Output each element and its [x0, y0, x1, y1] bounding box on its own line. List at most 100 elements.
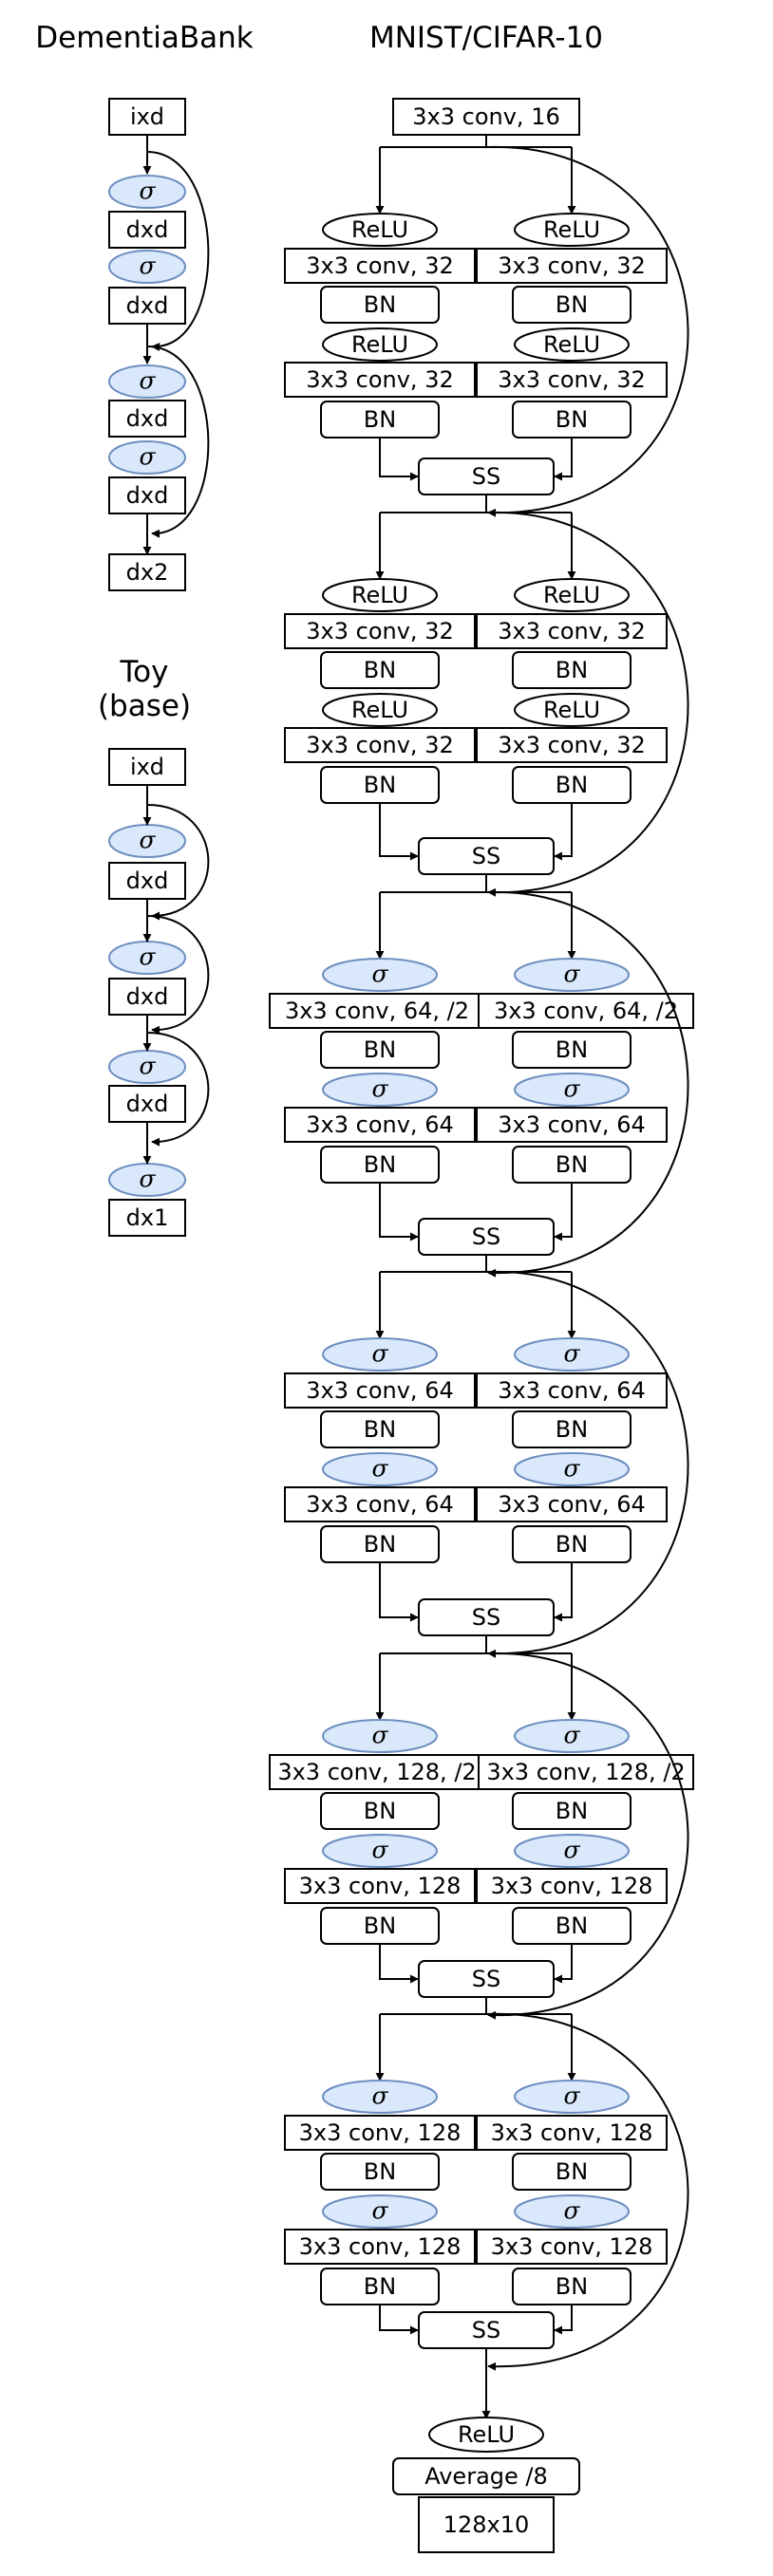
block2-right-conv-2-label: 3x3 conv, 32 [498, 732, 645, 758]
block6-right-sigma-2 [514, 2194, 630, 2229]
block5-skip [485, 1652, 689, 2020]
block2-right-relu-1 [514, 578, 630, 612]
block1-left-bn-1-label: BN [364, 291, 396, 318]
block4-right-conv-2-label: 3x3 conv, 64 [498, 1491, 645, 1518]
block3-left-sigma-1 [322, 958, 438, 992]
block1-left-relu-2 [322, 327, 438, 362]
dementiabank-hidden-label-4: dxd [126, 482, 169, 509]
block3-ss-label: SS [472, 1223, 500, 1250]
toy-input-box [108, 748, 186, 786]
toy-hidden-box-1 [108, 862, 186, 900]
block1-right-relu-1-label: ReLU [543, 216, 600, 243]
block1-right-conv-1 [476, 248, 668, 284]
block1-right-relu-2 [514, 327, 630, 362]
block5-right-conv-2 [476, 1868, 668, 1904]
block4-left-sigma-2-label: σ [371, 1455, 388, 1483]
block2-left-to-ss [379, 803, 419, 861]
block4-left-conv-1 [284, 1372, 476, 1409]
block6-right-conv-1 [476, 2115, 668, 2151]
block1-left-conv-1 [284, 248, 476, 284]
block1-ss-label: SS [472, 463, 500, 490]
toy-hidden-box-3 [108, 1085, 186, 1123]
block6-left-sigma-1 [322, 2080, 438, 2114]
block2-right-to-ss [554, 803, 573, 861]
block2-right-conv-2 [476, 727, 668, 763]
block6-left-conv-1-label: 3x3 conv, 128 [299, 2119, 462, 2146]
block1-right-conv-2 [476, 362, 668, 398]
block3-left-conv-2 [284, 1107, 476, 1143]
block5-right-to-ss [554, 1944, 573, 1984]
block1-left-conv-1-label: 3x3 conv, 32 [306, 252, 453, 279]
block3-skip [485, 890, 689, 1278]
block4-right-sigma-1 [514, 1337, 630, 1372]
block3-left-conv-2-label: 3x3 conv, 64 [306, 1111, 453, 1138]
block4-left-bn-1-label: BN [364, 1416, 396, 1443]
block2-right-conv-1 [476, 613, 668, 649]
block6-right-conv-2-label: 3x3 conv, 128 [491, 2233, 653, 2260]
block2-right-relu-1-label: ReLU [543, 582, 600, 608]
block5-left-bn-1 [320, 1792, 440, 1830]
block4-right-conv-2 [476, 1486, 668, 1522]
toy-title: Toy [120, 655, 169, 689]
block2-left-relu-1-label: ReLU [351, 582, 408, 608]
block5-left-conv-2 [284, 1868, 476, 1904]
block5-left-sigma-1 [322, 1719, 438, 1753]
block5-left-sigma-2 [322, 1834, 438, 1868]
block1-right-relu-2-label: ReLU [543, 331, 600, 358]
block6-right-bn-2-label: BN [556, 2273, 588, 2300]
block6-right-sigma-1 [514, 2080, 630, 2114]
toy-hidden-box-2 [108, 978, 186, 1016]
dementiabank-activation-1-label: σ [139, 177, 156, 205]
dementiabank-hidden-box-1 [108, 211, 186, 249]
average-pool-box [392, 2457, 580, 2495]
block5-left-bn-2-label: BN [364, 1913, 396, 1939]
block2-left-bn-2-label: BN [364, 772, 396, 798]
block3-right-sigma-2 [514, 1073, 630, 1107]
block1-left-bn-2-label: BN [364, 406, 396, 433]
block3-right-sigma-1-label: σ [563, 961, 580, 988]
block3-right-conv-2 [476, 1107, 668, 1143]
average-pool-label: Average /8 [424, 2463, 548, 2490]
block3-right-bn-1-label: BN [556, 1036, 588, 1063]
block5-right-bn-2-label: BN [556, 1913, 588, 1939]
toy-output-label: dx1 [126, 1204, 169, 1231]
block2-left-bn-1-label: BN [364, 657, 396, 683]
block4-ss-label: SS [472, 1604, 500, 1631]
block5-left-conv-1 [269, 1754, 485, 1790]
block6-right-bn-1 [512, 2153, 632, 2191]
block1-left-to-ss [379, 438, 419, 481]
block4-left-conv-2-label: 3x3 conv, 64 [306, 1491, 453, 1518]
fc-box [418, 2496, 555, 2553]
block4-right-bn-1 [512, 1410, 632, 1448]
dementiabank-hidden-label-3: dxd [126, 405, 169, 432]
toy-skip-3 [146, 1032, 210, 1147]
block2-left-relu-1 [322, 578, 438, 612]
block2-left-relu-2 [322, 693, 438, 727]
block1-right-bn-1-label: BN [556, 291, 588, 318]
block2-right-bn-2-label: BN [556, 772, 588, 798]
toy-activation-3-label: σ [139, 1053, 156, 1080]
block4-right-bn-1-label: BN [556, 1416, 588, 1443]
toy-activation-2-label: σ [139, 943, 156, 971]
block5-right-sigma-1 [514, 1719, 630, 1753]
block2-left-bn-1 [320, 651, 440, 689]
block1-right-relu-1 [514, 213, 630, 247]
block2-right-bn-1-label: BN [556, 657, 588, 683]
db-skip-1 [146, 151, 210, 351]
block2-right-relu-2-label: ReLU [543, 697, 600, 723]
block2-ss-label: SS [472, 843, 500, 869]
db-skip-2 [146, 345, 210, 538]
mnist-cifar-title: MNIST/CIFAR-10 [369, 21, 603, 55]
dementiabank-hidden-label-1: dxd [126, 216, 169, 243]
block1-left-relu-1-label: ReLU [351, 216, 408, 243]
block1-right-bn-2-label: BN [556, 406, 588, 433]
final-relu [428, 2417, 544, 2453]
block3-left-sigma-1-label: σ [371, 961, 388, 988]
block3-left-bn-1-label: BN [364, 1036, 396, 1063]
block4-right-bn-2-label: BN [556, 1531, 588, 1558]
block3-right-bn-2-label: BN [556, 1151, 588, 1178]
block5-right-sigma-2-label: σ [563, 1837, 580, 1864]
dementiabank-hidden-box-2 [108, 287, 186, 325]
fc-label: 128x10 [443, 2511, 530, 2538]
